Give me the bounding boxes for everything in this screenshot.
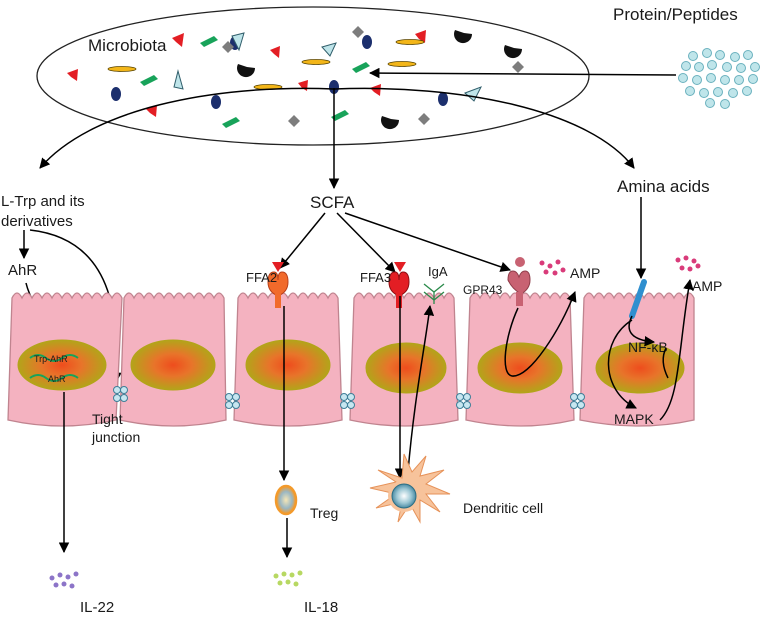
il18-label: IL-18 (304, 599, 338, 616)
microbe-grey-diamonds (222, 26, 524, 127)
microbe-green-bars (140, 36, 370, 128)
trp-ahr-label: Trp-AhR (34, 354, 68, 364)
microbe-blue-triangles (173, 32, 483, 102)
il22-dots (49, 571, 79, 589)
metabolism-arrows (39, 67, 677, 190)
microbe-black-pacman (237, 30, 523, 130)
iga-label: IgA (428, 264, 448, 279)
epithelial-cell (349, 292, 459, 427)
amp-dots-2 (675, 255, 701, 272)
ltrp-label-line2: derivatives (1, 213, 73, 230)
treg-cell: Treg (274, 484, 338, 521)
tight-junctions (113, 386, 585, 409)
ffa2-label: FFA2 (246, 270, 277, 285)
microbiota-label: Microbiota (88, 36, 167, 55)
epithelial-cell (7, 292, 123, 427)
epithelial-cell-layer (7, 292, 695, 427)
epithelial-cell (465, 292, 575, 427)
ffa3-receptor: FFA3 (360, 262, 410, 308)
trp-ahr-complex: Trp-AhR AhR (29, 354, 79, 384)
dendritic-cell-label: Dendritic cell (463, 500, 543, 516)
microbiota-region: Microbiota (36, 6, 590, 146)
epithelial-cell (233, 292, 343, 427)
gpr43-receptor: GPR43 (463, 257, 531, 306)
scfa-label: SCFA (310, 193, 355, 212)
amp-label-1: AMP (570, 265, 600, 281)
microbe-navy-ovals (111, 35, 448, 109)
amp-dots-1 (539, 259, 566, 276)
peptide-cluster (678, 48, 760, 109)
gpr43-label: GPR43 (463, 283, 503, 297)
ltrp-label-line1: L-Trp and its (1, 193, 85, 210)
il22-label: IL-22 (80, 599, 114, 616)
intracellular-arrows (58, 278, 694, 559)
tlr-receptor (629, 279, 647, 319)
ahr-inner-label: AhR (48, 374, 66, 384)
amino-acids-label: Amina acids (617, 177, 710, 196)
protein-peptides-label: Protein/Peptides (613, 5, 738, 24)
ffa3-label: FFA3 (360, 270, 391, 285)
ffa2-receptor: FFA2 (246, 262, 289, 308)
amp-label-2: AMP (692, 278, 722, 294)
scfa-arrows (279, 212, 511, 273)
epithelial-cell (119, 292, 227, 427)
treg-label: Treg (310, 505, 338, 521)
microbe-gold-rods (107, 39, 425, 90)
epithelial-cell (579, 292, 695, 427)
il18-dots (273, 570, 303, 587)
iga-antibody: IgA (423, 264, 448, 304)
ahr-label: AhR (8, 262, 37, 279)
dendritic-cell: Dendritic cell (369, 453, 543, 524)
nfkb-label: NF-κB (628, 339, 668, 355)
tight-junction-label-line2: junction (91, 429, 140, 445)
tight-junction-label-line1: Tight (92, 411, 123, 427)
mapk-label: MAPK (614, 411, 654, 427)
